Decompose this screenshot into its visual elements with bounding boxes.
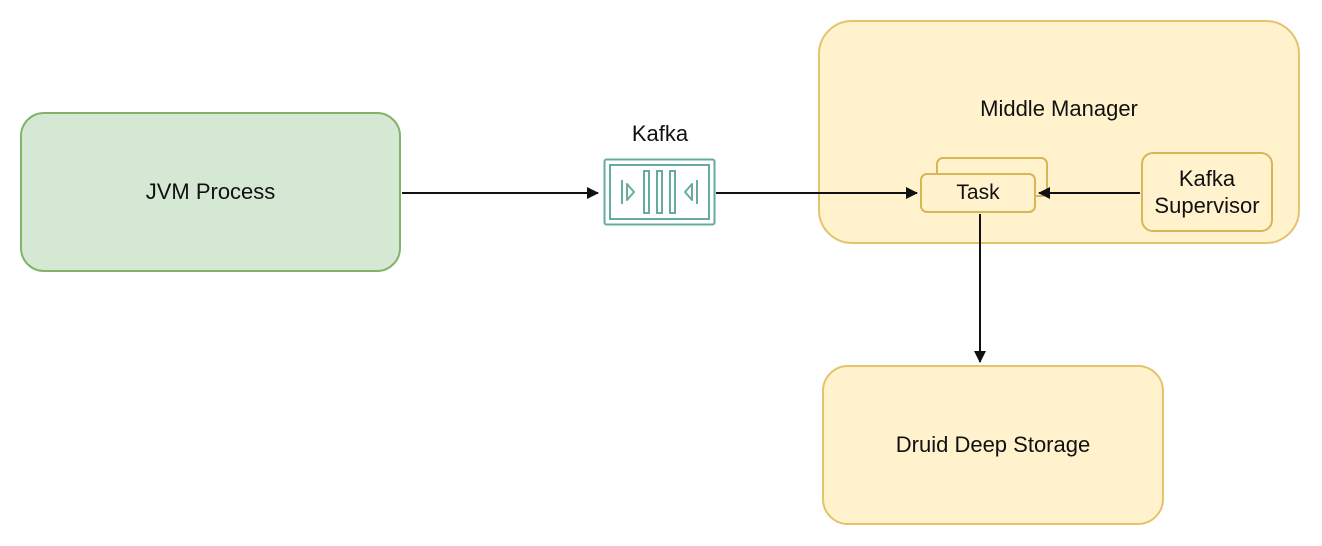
jvm-process-node: JVM Process — [20, 112, 401, 272]
druid-deep-storage-label: Druid Deep Storage — [895, 432, 1091, 457]
queue-icon — [603, 158, 716, 226]
middle-manager-label: Middle Manager — [980, 96, 1138, 121]
jvm-process-label: JVM Process — [145, 179, 276, 204]
task-label: Task — [956, 181, 1000, 204]
kafka-supervisor-label-line2: Supervisor — [1154, 193, 1260, 218]
kafka-label: Kafka — [631, 121, 689, 146]
task-node: Task — [920, 173, 1036, 213]
druid-deep-storage-node: Druid Deep Storage — [822, 365, 1164, 525]
kafka-supervisor-node: Kafka Supervisor — [1141, 152, 1273, 232]
kafka-supervisor-label-line1: Kafka — [1178, 166, 1236, 191]
